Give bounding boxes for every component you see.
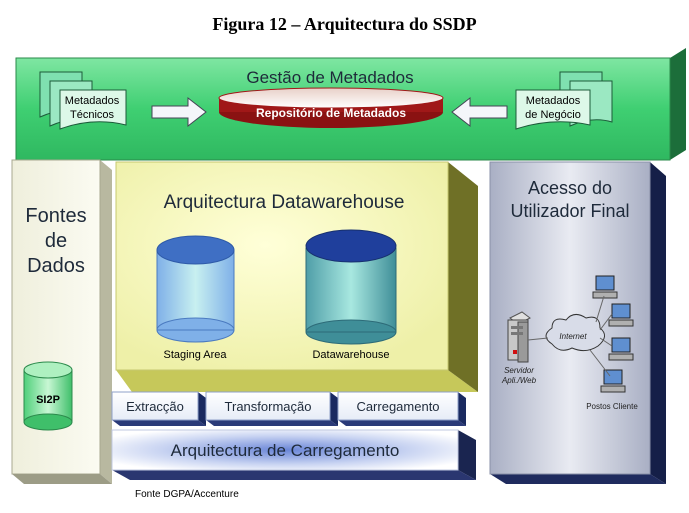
network-lines	[527, 295, 613, 377]
sources-title-line-3: Dados	[27, 255, 85, 277]
business-docs-label-2: de Negócio	[525, 109, 581, 121]
internet-cloud-icon	[545, 314, 605, 352]
client-monitor-icon	[592, 275, 634, 393]
server-label-2: Apli./Web	[501, 376, 537, 385]
staging-area-cylinder-icon	[156, 235, 235, 343]
etl-boxes	[111, 391, 466, 426]
technical-docs-icon	[39, 71, 127, 130]
loading-architecture-bar	[111, 429, 476, 480]
dw-label: Datawarehouse	[312, 349, 389, 361]
repository-label: Repositório de Metadados	[256, 106, 406, 120]
loading-architecture-label: Arquitectura de Carregamento	[171, 441, 400, 460]
etl-extract-label: Extracção	[126, 399, 184, 414]
sources-title-line-2: de	[45, 230, 67, 252]
etl-load-label: Carregamento	[356, 399, 439, 414]
access-title-line-1: Acesso do	[528, 178, 612, 198]
datawarehouse-cylinder-icon	[305, 229, 397, 345]
staging-label: Staging Area	[164, 349, 228, 361]
etl-transform-label: Transformação	[225, 399, 312, 414]
metadata-section-title: Gestão de Metadados	[246, 68, 413, 87]
business-docs-icon	[515, 71, 613, 130]
repository-disk-icon	[218, 87, 444, 128]
server-label-1: Servidor	[504, 366, 534, 375]
access-title-line-2: Utilizador Final	[510, 201, 629, 221]
si2p-label: SI2P	[36, 394, 60, 406]
internet-label: Internet	[559, 332, 587, 341]
technical-docs-label-1: Metadados	[65, 95, 120, 107]
technical-docs-label-2: Técnicos	[70, 109, 115, 121]
arrow-left-icon	[451, 96, 508, 128]
server-icon	[507, 311, 531, 363]
si2p-database-icon	[23, 361, 73, 431]
business-docs-label-1: Metadados	[526, 95, 581, 107]
figure-title: Figura 12 – Arquitectura do SSDP	[212, 14, 477, 34]
clients-label: Postos Cliente	[586, 402, 638, 411]
dw-title: Arquitectura Datawarehouse	[164, 192, 405, 213]
arrow-right-icon	[151, 96, 207, 128]
sources-title-line-1: Fontes	[25, 205, 86, 227]
source-note: Fonte DGPA/Accenture	[135, 489, 239, 500]
